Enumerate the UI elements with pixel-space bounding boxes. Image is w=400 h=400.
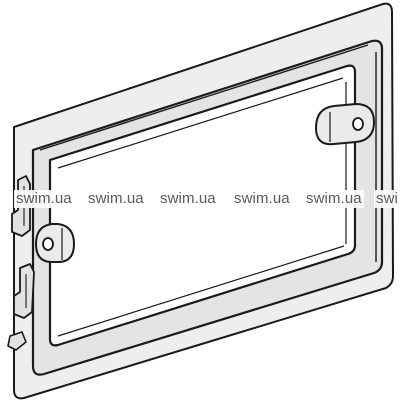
watermark-text: swi bbox=[374, 190, 400, 208]
left-screw-lug bbox=[34, 223, 76, 263]
right-screw-lug bbox=[314, 102, 376, 146]
watermark-text: swim.ua bbox=[158, 190, 218, 208]
frame-inner-wall-bottom bbox=[57, 245, 345, 337]
watermark-text: swim.ua bbox=[232, 190, 292, 208]
left-clip-lower bbox=[7, 263, 35, 351]
watermark-text: swim.ua bbox=[14, 190, 74, 208]
frame-inner-wall-top bbox=[57, 77, 344, 169]
watermark-text: swim.ua bbox=[304, 190, 364, 208]
frame-top-ridge bbox=[39, 44, 369, 151]
watermark-text: swim.ua bbox=[86, 190, 146, 208]
